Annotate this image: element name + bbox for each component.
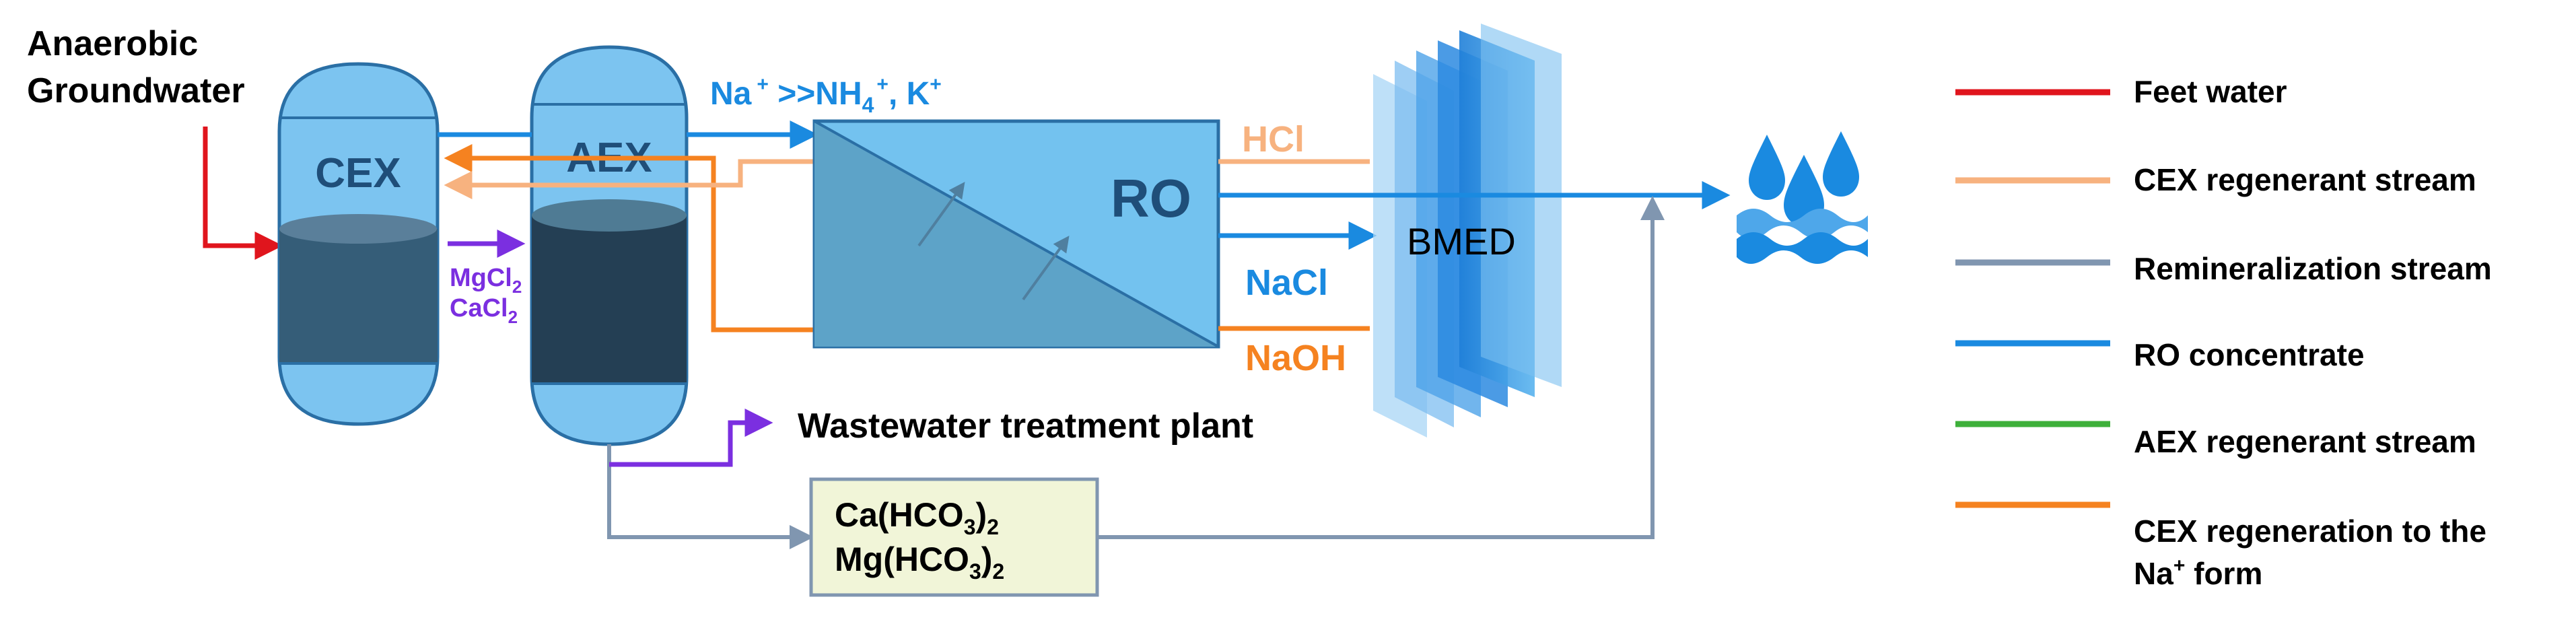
cex-vessel: CEX [277, 62, 440, 426]
aex-to-remineral-line [607, 444, 814, 549]
legend-label: Feet water [2134, 74, 2287, 109]
nacl-label: NaCl [1245, 263, 1328, 303]
legend-label-line2: Na+ form [2134, 555, 2262, 591]
legend-label: CEX regenerant stream [2134, 162, 2476, 197]
legend-item-remineralization: Remineralization stream [1955, 251, 2492, 286]
legend-item-ro-concentrate: RO concentrate [1955, 337, 2365, 372]
cex-na-regeneration-line [444, 144, 814, 333]
cex-label: CEX [315, 150, 401, 197]
legend-label: CEX regeneration to the [2134, 514, 2486, 549]
salt-line1: MgCl2 [450, 264, 522, 297]
legend-label: AEX regenerant stream [2134, 424, 2476, 459]
legend: Feet water CEX regenerant stream Reminer… [1955, 74, 2492, 591]
ion-label: Na+ >>NH4+, K+ [710, 73, 942, 117]
feed-water-line [203, 127, 283, 260]
remineralization-box: Ca(HCO3)2 Mg(HCO3)2 [809, 477, 1099, 597]
wwtp-label: Wastewater treatment plant [798, 407, 1253, 446]
naoh-label: NaOH [1245, 338, 1346, 378]
ro-unit: RO [812, 119, 1220, 349]
aex-to-wwtp-line [609, 409, 773, 467]
legend-item-feed-water: Feet water [1955, 74, 2287, 109]
source-line2: Groundwater [27, 71, 245, 110]
bmed-unit: BMED [1373, 24, 1562, 438]
legend-label: Remineralization stream [2134, 251, 2492, 286]
waves-icon [1737, 209, 1868, 264]
ro-label: RO [1111, 168, 1191, 228]
remineral-to-product-line [1097, 196, 1665, 539]
legend-item-cex-na-regeneration: CEX regeneration to the Na+ form [1955, 501, 2486, 591]
water-drops-icon [1749, 131, 1859, 226]
remineral-line2: Mg(HCO3)2 [835, 540, 1004, 584]
remineral-line1: Ca(HCO3)2 [835, 496, 999, 539]
cex-regenerant-line [444, 159, 814, 199]
source-label: Anaerobic Groundwater [27, 24, 245, 110]
legend-label: RO concentrate [2134, 337, 2365, 372]
legend-item-cex-regenerant: CEX regenerant stream [1955, 162, 2476, 197]
bmed-label: BMED [1407, 220, 1516, 263]
legend-item-aex-regenerant: AEX regenerant stream [1955, 421, 2476, 459]
source-line1: Anaerobic [27, 24, 198, 63]
hcl-label: HCl [1242, 119, 1304, 160]
salt-line2: CaCl2 [450, 294, 518, 327]
aex-vessel: AEX [530, 45, 689, 446]
